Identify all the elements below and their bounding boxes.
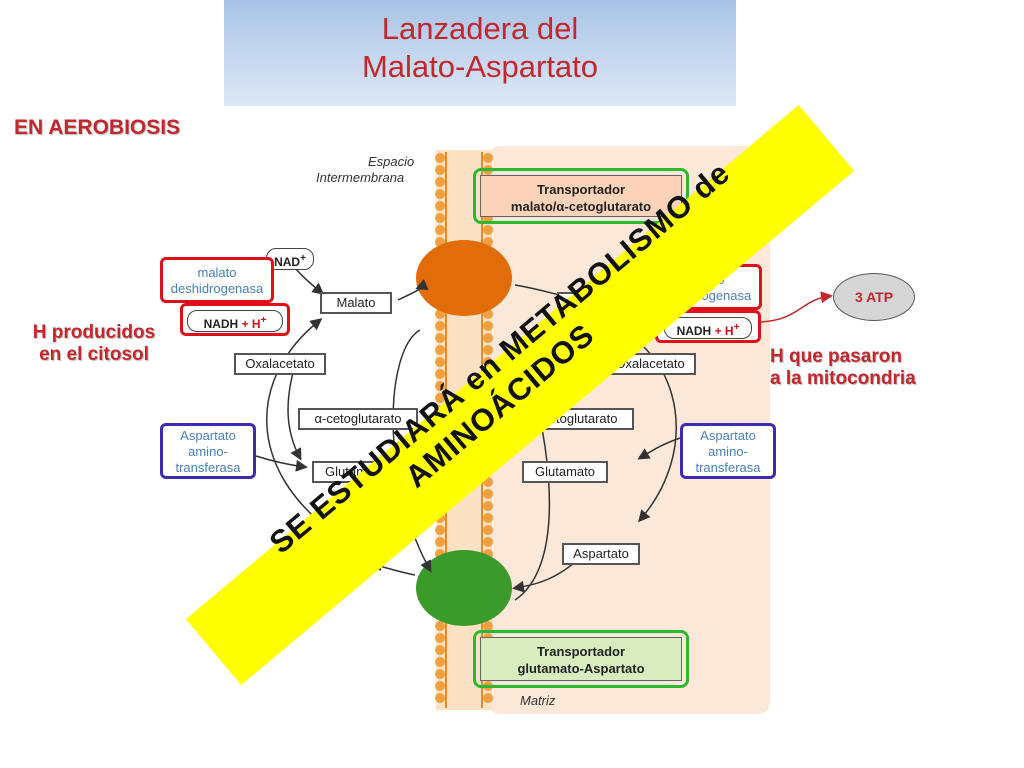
lipid-head xyxy=(435,321,445,331)
transporter-top-circle xyxy=(416,240,512,316)
lipid-head xyxy=(435,213,445,223)
lipid-head xyxy=(435,633,445,643)
atp-badge: 3 ATP xyxy=(833,273,915,321)
intermembrane-space-label: Espacio Intermembrana xyxy=(316,154,438,186)
lipid-head xyxy=(435,657,445,667)
subtitle: EN AEROBIOSIS xyxy=(14,116,181,139)
transporter-bottom: Transportador glutamato-Aspartato xyxy=(473,630,689,688)
transporter-bottom-circle xyxy=(416,550,512,626)
aspartate-aminotransferase-matrix: Aspartato amino- transferasa xyxy=(680,423,776,479)
oxaloacetate-cytosol: Oxalacetato xyxy=(234,353,326,375)
title-line-1: Lanzadera del xyxy=(381,11,579,46)
lipid-head xyxy=(435,381,445,391)
lipid-head xyxy=(435,369,445,379)
mitochondria-note: H que pasaron a la mitocondria xyxy=(770,346,916,390)
nadh-matrix-frame: NADH + H+ xyxy=(655,310,761,343)
malate-cytosol: Malato xyxy=(320,292,392,314)
nadh-text: NADH xyxy=(676,324,712,338)
lipid-head xyxy=(483,693,493,703)
lipid-head xyxy=(435,357,445,367)
lipid-head xyxy=(483,225,493,235)
lipid-head xyxy=(435,153,445,163)
intermembrane-line-1: Espacio xyxy=(368,154,415,169)
lipid-head xyxy=(435,201,445,211)
aat-line-1: Aspartato xyxy=(700,428,756,443)
lipid-head xyxy=(483,621,493,631)
glutamate-matrix: Glutamato xyxy=(522,461,608,483)
intermembrane-line-2: Intermembrana xyxy=(316,170,405,185)
transporter-top-line-1: Transportador xyxy=(536,182,626,197)
lipid-head xyxy=(483,501,493,511)
aspartate-matrix: Aspartato xyxy=(562,543,640,565)
transporter-bottom-line-2: glutamato-Aspartato xyxy=(517,661,645,676)
mito-note-line-1: H que pasaron xyxy=(770,346,902,367)
mdh-line-2: deshidrogenasa xyxy=(170,281,264,296)
transporter-top: Transportador malato/α-cetoglutarato xyxy=(473,168,689,224)
cytosol-note: H producidos en el citosol xyxy=(14,322,174,366)
lipid-head xyxy=(435,525,445,535)
lipid-head xyxy=(435,177,445,187)
cytosol-note-line-1: H producidos xyxy=(32,322,156,343)
h-charge: + xyxy=(260,315,267,326)
lipid-head xyxy=(435,225,445,235)
lipid-head xyxy=(435,165,445,175)
lipid-head xyxy=(483,537,493,547)
matrix-label: Matriz xyxy=(520,693,556,708)
transporter-bottom-line-1: Transportador xyxy=(536,644,626,659)
alpha-ketoglutarate-cytosol: α-cetoglutarato xyxy=(298,408,418,430)
lipid-head xyxy=(435,189,445,199)
title-banner: Lanzadera del Malato-Aspartato xyxy=(224,0,736,106)
transporter-top-line-2: malato/α-cetoglutarato xyxy=(510,199,652,214)
mito-note-line-2: a la mitocondria xyxy=(770,368,916,389)
h-charge: + xyxy=(733,322,740,333)
nadh-matrix: NADH + H+ xyxy=(664,317,752,339)
lipid-head xyxy=(483,345,493,355)
h-plus-text: + H xyxy=(711,324,734,338)
aat-line-2: amino- xyxy=(188,444,228,459)
mdh-line-1: malato xyxy=(197,265,237,280)
lipid-head xyxy=(435,393,445,403)
lipid-head xyxy=(435,669,445,679)
nadh-text: NADH xyxy=(203,317,239,331)
lipid-head xyxy=(435,537,445,547)
lipid-head xyxy=(435,621,445,631)
aat-line-3: transferasa xyxy=(695,460,761,475)
lipid-head xyxy=(435,681,445,691)
nadh-cytosol: NADH + H+ xyxy=(187,310,283,332)
oxaloacetate-matrix: Oxalacetato xyxy=(604,353,696,375)
aspartate-aminotransferase-cytosol: Aspartato amino- transferasa xyxy=(160,423,256,479)
nad-text: NAD xyxy=(274,255,301,269)
lipid-head xyxy=(435,333,445,343)
title-line-2: Malato-Aspartato xyxy=(361,49,599,84)
aat-line-3: transferasa xyxy=(175,460,241,475)
cytosol-note-line-2: en el citosol xyxy=(39,344,149,365)
aat-line-1: Aspartato xyxy=(180,428,236,443)
transporter-bottom-label: Transportador glutamato-Aspartato xyxy=(480,637,682,681)
aat-line-2: amino- xyxy=(708,444,748,459)
lipid-head xyxy=(483,153,493,163)
lipid-head xyxy=(435,645,445,655)
transporter-top-label: Transportador malato/α-cetoglutarato xyxy=(480,175,682,217)
lipid-head xyxy=(435,345,445,355)
lipid-head xyxy=(435,693,445,703)
h-plus-text: + H xyxy=(238,317,261,331)
nad-charge: + xyxy=(300,253,306,264)
lipid-head xyxy=(483,321,493,331)
malate-dehydrogenase-cytosol: malato deshidrogenasa xyxy=(160,257,274,303)
lipid-head xyxy=(483,333,493,343)
nadh-cytosol-frame: NADH + H+ xyxy=(180,303,290,336)
lipid-head xyxy=(483,513,493,523)
lipid-head xyxy=(483,489,493,499)
lipid-head xyxy=(483,525,493,535)
